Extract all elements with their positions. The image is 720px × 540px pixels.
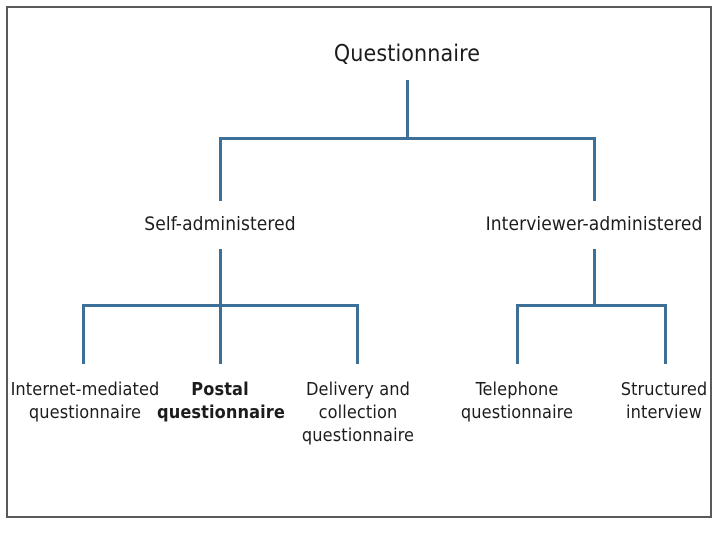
connector-level2-bus: [219, 137, 596, 140]
node-root-questionnaire: Questionnaire: [333, 41, 481, 67]
connector-stem-interviewer-administered: [593, 249, 596, 306]
connector-drop-self-administered: [219, 137, 222, 201]
connector-right-leaf-bus: [516, 304, 667, 307]
connector-drop-structured-interview: [664, 304, 667, 364]
connector-drop-postal: [219, 304, 222, 364]
node-leaf-structured-interview: Structured interview: [620, 379, 708, 424]
connector-drop-interviewer-administered: [593, 137, 596, 201]
connector-stem-self-administered: [219, 249, 222, 306]
connector-drop-internet-mediated: [82, 304, 85, 364]
connector-drop-telephone: [516, 304, 519, 364]
node-leaf-telephone-questionnaire: Telephone questionnaire: [460, 379, 574, 424]
node-branch-self-administered: Self-administered: [144, 213, 296, 235]
connector-drop-delivery-collection: [356, 304, 359, 364]
node-leaf-postal-questionnaire: Postal questionnaire: [157, 379, 285, 424]
node-branch-interviewer-administered: Interviewer-administered: [485, 213, 703, 235]
node-leaf-internet-mediated-questionnaire: Internet-mediated questionnaire: [10, 379, 160, 424]
node-leaf-delivery-and-collection-questionnaire: Delivery and collection questionnaire: [301, 379, 415, 447]
connector-root-stem: [406, 80, 409, 138]
